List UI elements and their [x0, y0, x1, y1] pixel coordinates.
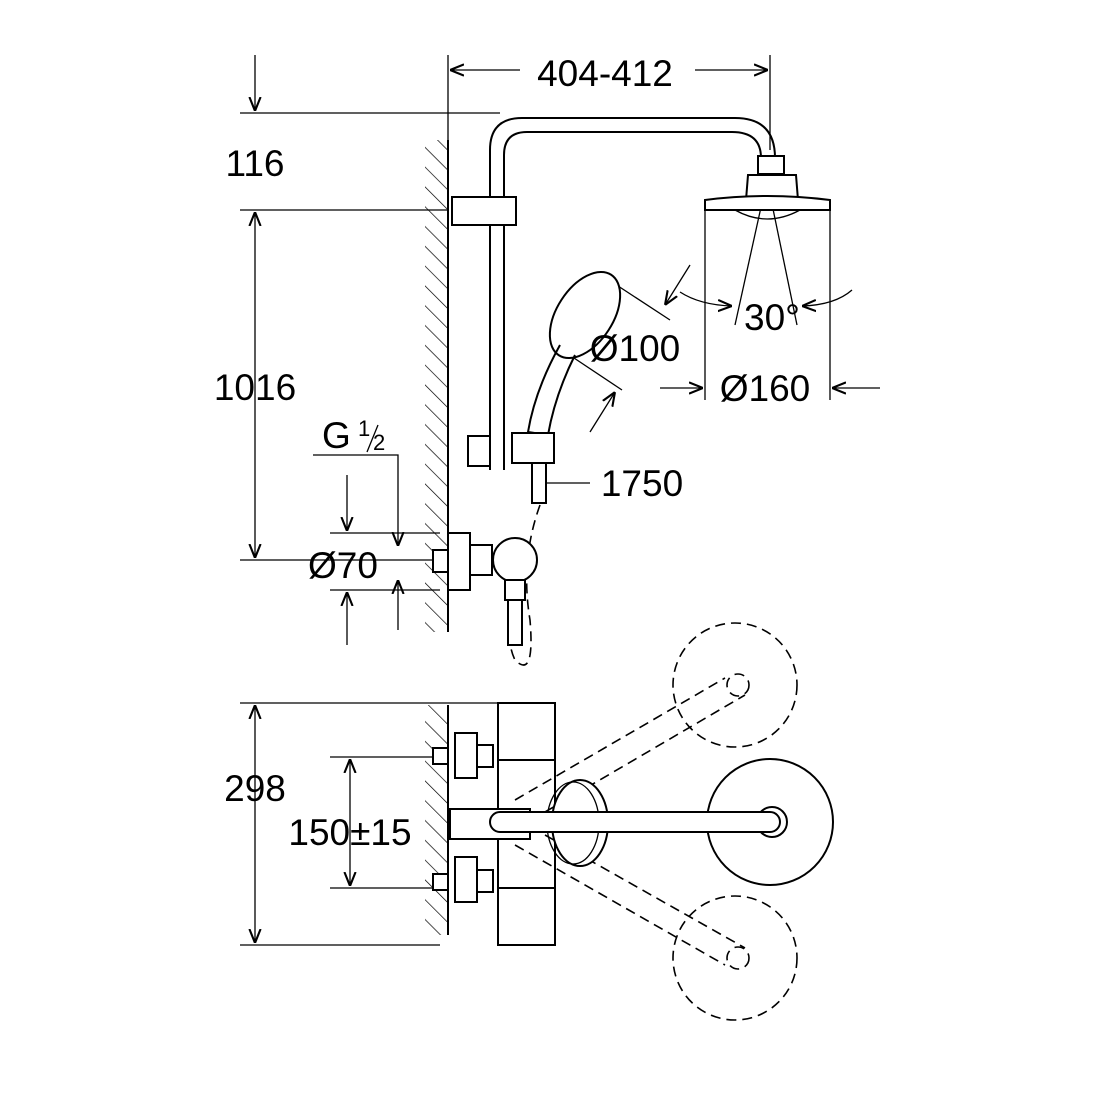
head-shower — [704, 155, 831, 220]
dim-hand-shower: Ø100 — [590, 328, 681, 369]
shower-rail — [451, 117, 776, 470]
dim-height: 1016 — [214, 367, 296, 408]
wall-bracket — [451, 196, 517, 226]
hand-shower — [467, 270, 622, 666]
dimension-lines — [255, 55, 880, 943]
dim-thread: G — [322, 415, 351, 456]
dim-thread-den: 2 — [373, 430, 385, 455]
dim-hose: 1750 — [601, 463, 683, 504]
wall-top-view — [425, 705, 449, 935]
dim-head-shower: Ø160 — [720, 368, 811, 409]
dim-thread-num: 1 — [358, 416, 370, 441]
slider-holder — [511, 432, 555, 464]
dim-escutcheon: Ø70 — [308, 545, 378, 586]
dim-angle: 30° — [744, 297, 800, 338]
dim-rail-projection: 404-412 — [537, 53, 673, 94]
dim-top-offset: 116 — [226, 143, 285, 184]
dim-depth: 298 — [224, 768, 286, 809]
top-view — [432, 622, 834, 1021]
extension-lines — [240, 55, 831, 946]
mixer-side-view — [432, 532, 538, 646]
dim-centers: 150±15 — [288, 812, 411, 853]
